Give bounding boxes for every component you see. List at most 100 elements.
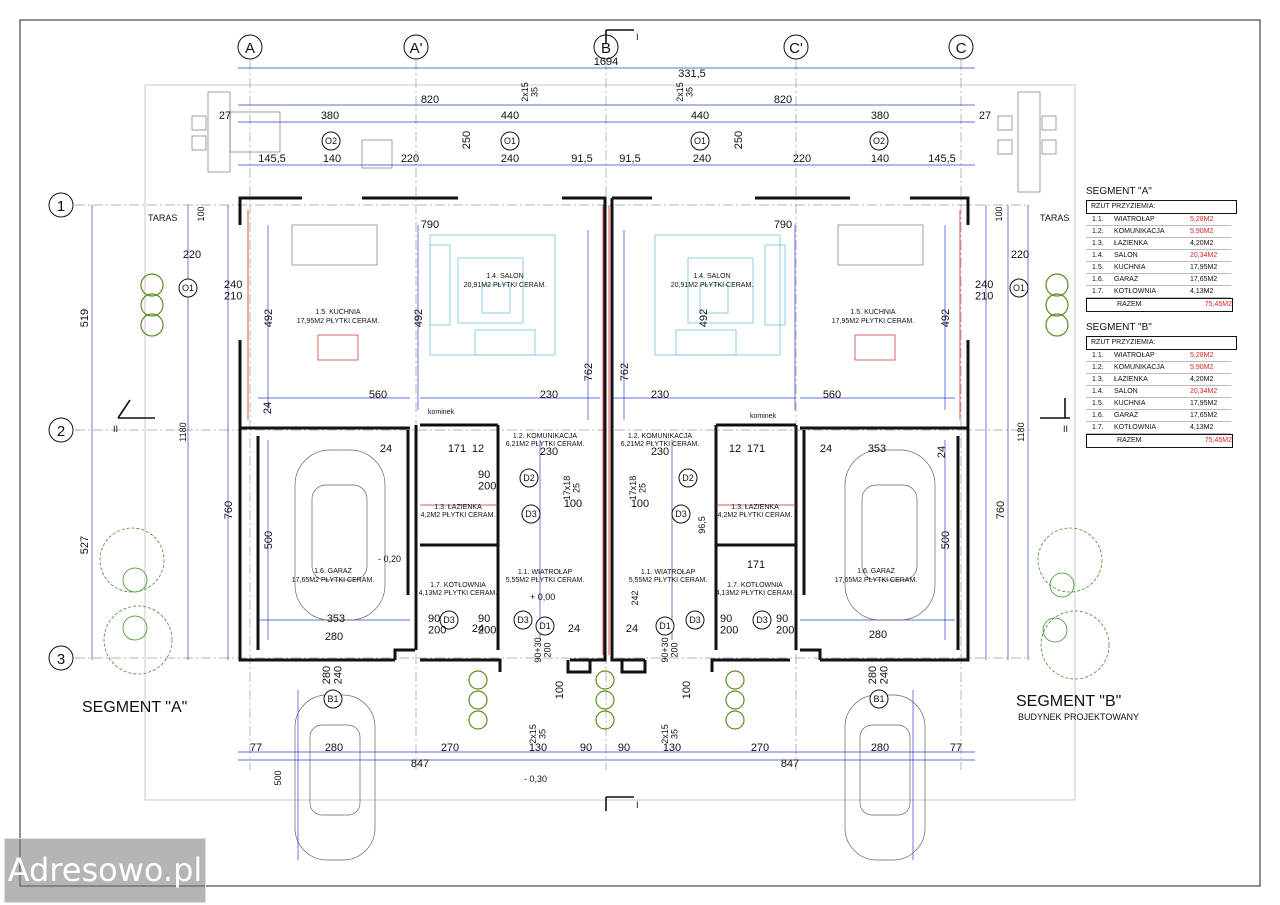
svg-text:O2: O2 — [325, 136, 337, 146]
svg-text:90+30200: 90+30200 — [660, 637, 679, 662]
table-cell-n: 1.7. — [1092, 288, 1104, 295]
room-kitchen-b-area: 17,95M2 PŁYTKI CERAM. — [832, 318, 915, 325]
room-comm-b-title: 1.2. KOMUNIKACJA — [628, 433, 693, 440]
svg-text:B1: B1 — [327, 694, 338, 704]
svg-text:77: 77 — [950, 742, 962, 754]
svg-text:847: 847 — [411, 758, 429, 770]
svg-text:500: 500 — [273, 770, 283, 785]
section-label-bottom: I — [636, 800, 639, 810]
svg-text:762: 762 — [619, 363, 631, 381]
svg-text:100: 100 — [681, 681, 693, 699]
room-vestibule-b-area: 5,55M2 PŁYTKI CERAM. — [629, 577, 708, 584]
table-total-row: RAZEM 75,45M2 — [1086, 298, 1233, 312]
svg-text:492: 492 — [940, 309, 952, 327]
table-cell-l: WIATROŁAP — [1114, 216, 1155, 223]
table-cell-n: 1.7. — [1092, 424, 1104, 431]
table-total-label: RAZEM — [1117, 437, 1142, 444]
svg-text:D3: D3 — [443, 615, 455, 625]
table-cell-v: 20,34M2 — [1190, 388, 1218, 395]
svg-text:220: 220 — [401, 153, 419, 165]
watermark-logo: Adresowo.pl — [4, 838, 206, 903]
table-cell-v: 5,90M2 — [1190, 228, 1214, 235]
table-cell-l: ŁAZIENKA — [1114, 376, 1148, 383]
svg-text:353: 353 — [868, 443, 886, 455]
table-row: 1.2. KOMUNIKACJA 5,90M2 — [1086, 226, 1231, 238]
svg-text:90+30200: 90+30200 — [533, 637, 552, 662]
table-cell-v: 4,13M2 — [1190, 424, 1214, 431]
svg-text:492: 492 — [263, 309, 275, 327]
svg-text:280: 280 — [871, 742, 889, 754]
inner-finish-lines — [247, 205, 961, 655]
svg-text:D1: D1 — [539, 621, 551, 631]
room-garage-a-area: 17,65M2 PŁYTKI CERAM. — [292, 577, 375, 584]
svg-text:760: 760 — [995, 501, 1007, 519]
table-cell-l: SALON — [1114, 252, 1138, 259]
room-boiler-b-title: 1.7. KOTŁOWNIA — [727, 582, 783, 589]
room-boiler-b-area: 4,13M2 PŁYTKI CERAM. — [716, 590, 795, 597]
room-comm-a-area: 6,21M2 PŁYTKI CERAM. — [506, 441, 585, 448]
room-comm-b-area: 6,21M2 PŁYTKI CERAM. — [621, 441, 700, 448]
axis-label-c: C — [956, 40, 967, 57]
table-cell-l: KOMUNIKACJA — [1114, 228, 1165, 235]
svg-text:100: 100 — [196, 206, 206, 221]
svg-text:250: 250 — [461, 131, 473, 149]
segment-b-title: SEGMENT "B" — [1016, 693, 1121, 710]
car-outlines — [294, 449, 936, 861]
svg-text:1694: 1694 — [594, 56, 618, 68]
table-cell-n: 1.2. — [1092, 228, 1104, 235]
area-table-segment-b: SEGMENT "B" RZUT PRZYZIEMIA: 1.1.WIATROŁ… — [1086, 322, 1237, 448]
table-cell-l: KOTŁOWNIA — [1114, 288, 1157, 295]
section-label-left: II — [113, 424, 118, 434]
table-cell-n: 1.3. — [1092, 376, 1104, 383]
axis-label-1: 1 — [57, 198, 65, 215]
svg-text:D3: D3 — [525, 509, 537, 519]
table-cell-l: GARAŻ — [1114, 276, 1139, 283]
room-kitchen-b-title: 1.5. KUCHNIA — [850, 309, 895, 316]
table-cell-l: GARAŻ — [1114, 412, 1139, 419]
table-cell-n: 1.3. — [1092, 240, 1104, 247]
svg-text:380: 380 — [871, 110, 889, 122]
svg-text:O1: O1 — [504, 136, 516, 146]
terrace-label-right: TARAS — [1040, 213, 1069, 223]
svg-text:O1: O1 — [694, 136, 706, 146]
table-header: RZUT PRZYZIEMIA: — [1086, 336, 1237, 350]
annotation-labels: TARAS TARAS kominek kominek SEGMENT "A" … — [82, 213, 1139, 784]
site-outline — [144, 84, 1076, 801]
table-title: SEGMENT "B" — [1086, 322, 1152, 333]
table-total-row: RAZEM 75,45M2 — [1086, 434, 1233, 448]
area-table-segment-a: SEGMENT "A" RZUT PRZYZIEMIA: 1.1.WIATROŁ… — [1086, 186, 1237, 312]
table-title: SEGMENT "A" — [1086, 186, 1152, 197]
table-cell-v: 17,95M2 — [1190, 400, 1218, 407]
svg-text:242: 242 — [630, 590, 640, 605]
svg-text:100: 100 — [994, 206, 1004, 221]
svg-text:250: 250 — [733, 131, 745, 149]
svg-text:230: 230 — [540, 389, 558, 401]
svg-text:100: 100 — [554, 681, 566, 699]
svg-text:440: 440 — [691, 110, 709, 122]
table-total-value: 75,45M2 — [1204, 301, 1232, 308]
svg-text:24: 24 — [936, 446, 948, 458]
room-salon-b-area: 20,91M2 PŁYTKI CERAM. — [671, 282, 754, 289]
table-total-label: RAZEM — [1117, 301, 1142, 308]
svg-text:24: 24 — [380, 443, 392, 455]
table-cell-n: 1.6. — [1092, 412, 1104, 419]
walls — [238, 196, 970, 674]
svg-text:90: 90 — [580, 742, 592, 754]
svg-text:1180: 1180 — [1016, 422, 1026, 441]
svg-text:280: 280 — [325, 742, 343, 754]
svg-text:847: 847 — [781, 758, 799, 770]
svg-text:140: 140 — [323, 153, 341, 165]
svg-text:230: 230 — [540, 446, 558, 458]
room-kitchen-a-title: 1.5. KUCHNIA — [315, 309, 360, 316]
svg-text:D1: D1 — [659, 621, 671, 631]
svg-text:492: 492 — [698, 309, 710, 327]
